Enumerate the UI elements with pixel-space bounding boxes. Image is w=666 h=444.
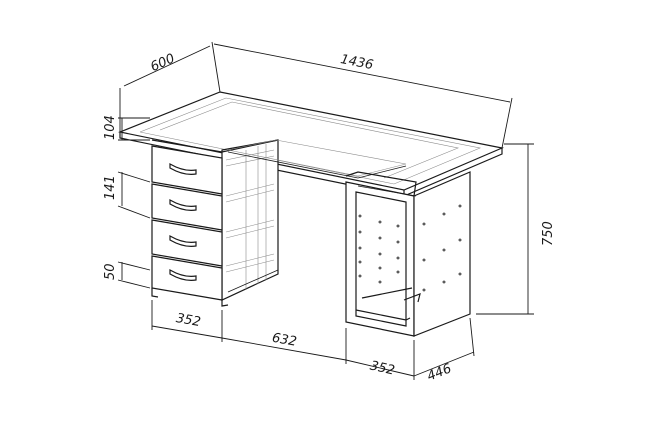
desk-drawing — [117, 91, 505, 337]
dim-right-depth-label: 446 — [425, 361, 454, 384]
dim-right-pedestal-label: 352 — [369, 358, 397, 378]
right-pedestal — [345, 171, 471, 337]
dim-width-label: 1436 — [339, 52, 374, 73]
dim-knee-space-label: 632 — [271, 331, 298, 350]
dim-height-label: 750 — [541, 221, 556, 246]
keyboard-shelf — [227, 139, 407, 179]
dimension-lines — [117, 41, 534, 380]
dim-drawer-label: 141 — [103, 175, 118, 200]
dim-top-drawer-label: 104 — [103, 115, 118, 140]
dim-plinth-label: 50 — [103, 263, 118, 280]
left-pedestal — [151, 139, 279, 307]
dim-depth-label: 600 — [148, 51, 177, 75]
dim-left-pedestal-label: 352 — [175, 311, 202, 330]
